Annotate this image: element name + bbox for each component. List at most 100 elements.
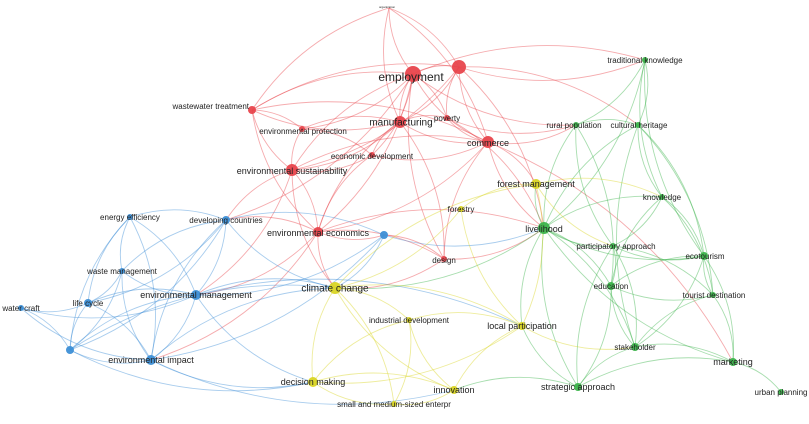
edge-developing-countries-climate-change — [225, 219, 336, 289]
node-environmental-economics[interactable] — [313, 227, 323, 237]
edge-environmental-management-climate-change — [195, 278, 336, 296]
node-environmental-protection[interactable] — [299, 126, 305, 132]
node-traditional-knowledge[interactable] — [642, 57, 648, 63]
node-forestry[interactable] — [458, 206, 464, 212]
node-forest-management[interactable] — [531, 179, 541, 189]
node-tourist-destination[interactable] — [710, 292, 716, 298]
label-education: education — [594, 282, 629, 291]
edge-employment-traditional-knowledge — [412, 45, 646, 75]
edge-wastewater-treatment-manufacturing — [251, 109, 401, 131]
edge-wastewater-treatment-commerce — [251, 101, 489, 143]
edge-knowledge-ecotourism — [661, 196, 705, 257]
edge-life-cycle-blue-left — [69, 302, 89, 351]
edge-energy-efficiency-waste-management — [119, 216, 131, 272]
edge-environmental-sustainability-environmental-management — [195, 169, 293, 296]
label-environmental-impact: environmental impact — [108, 355, 194, 365]
node-red-hub[interactable] — [452, 60, 466, 74]
node-small-and-medium-sized-enterpr[interactable] — [391, 401, 397, 407]
node-decision-making[interactable] — [308, 377, 318, 387]
node-life-cycle[interactable] — [84, 299, 92, 307]
label-innovation: innovation — [433, 385, 474, 395]
node-stakeholder[interactable] — [631, 343, 639, 351]
label-wastewater-treatment: wastewater treatment — [172, 102, 250, 111]
edge-climate-change-small-and-medium-sized-enterpr — [334, 287, 395, 405]
node-blue-left[interactable] — [66, 346, 74, 354]
label-organization: organization — [379, 5, 396, 9]
node-economic-development[interactable] — [369, 152, 375, 158]
edge-strategic-approach-local-participation — [521, 325, 579, 388]
node-innovation[interactable] — [450, 386, 458, 394]
label-stakeholder: stakeholder — [614, 343, 656, 352]
node-cultural-heritage[interactable] — [635, 122, 641, 128]
label-tourist-destination: tourist destination — [683, 291, 746, 300]
node-wastewater-treatment[interactable] — [248, 106, 256, 114]
edge-environmental-impact-innovation — [150, 359, 455, 405]
label-small-and-medium-sized-enterpr: small and medium-sized enterpr — [337, 400, 451, 409]
node-education[interactable] — [607, 282, 615, 290]
edge-environmental-protection-economic-development — [301, 128, 373, 156]
edge-knowledge-livelihood — [543, 195, 663, 229]
edge-ecotourism-marketing — [703, 255, 734, 363]
edge-design-livelihood — [443, 227, 545, 260]
node-environmental-management[interactable] — [191, 290, 201, 300]
label-environmental-protection: environmental protection — [259, 127, 347, 136]
node-environmental-impact[interactable] — [146, 355, 156, 365]
edge-ecotourism-stakeholder — [634, 255, 705, 348]
node-environmental-sustainability[interactable] — [286, 164, 298, 176]
label-rural-population: rural population — [546, 121, 601, 130]
edge-poverty-rural-population — [446, 117, 577, 134]
node-employment[interactable] — [405, 66, 421, 82]
edge-tourist-destination-stakeholder — [634, 294, 714, 348]
node-climate-change[interactable] — [329, 282, 341, 294]
edge-livelihood-ecotourism — [543, 227, 705, 261]
edge-knowledge-tourist-destination — [661, 196, 714, 296]
node-blue-hub[interactable] — [380, 231, 388, 239]
edge-knowledge-education — [610, 196, 663, 287]
label-environmental-sustainability: environmental sustainability — [237, 166, 348, 176]
edge-forest-management-local-participation — [521, 183, 544, 327]
edge-industrial-development-local-participation — [408, 312, 523, 327]
edge-forest-management-climate-change — [334, 183, 537, 289]
edge-red-hub-manufacturing — [399, 66, 460, 123]
node-strategic-approach[interactable] — [574, 383, 582, 391]
node-livelihood[interactable] — [538, 222, 550, 234]
edge-local-participation-innovation — [453, 325, 523, 391]
edge-decision-making-small-and-medium-sized-enterpr — [312, 381, 395, 405]
edge-red-hub-livelihood — [458, 66, 545, 229]
label-poverty: poverty — [434, 114, 460, 123]
edge-red-hub-wastewater-treatment — [251, 63, 460, 111]
node-local-participation[interactable] — [518, 322, 526, 330]
node-water-craft[interactable] — [18, 305, 24, 311]
node-participatory-approach[interactable] — [610, 243, 616, 249]
node-commerce[interactable] — [482, 136, 494, 148]
edge-design-blue-hub — [383, 234, 445, 260]
edge-manufacturing-commerce — [399, 121, 489, 144]
network-edges — [20, 7, 782, 406]
node-energy-efficiency[interactable] — [127, 214, 133, 220]
edge-environmental-economics-blue-hub — [317, 231, 385, 240]
node-poverty[interactable] — [444, 115, 450, 121]
edge-environmental-economics-environmental-impact — [150, 231, 319, 361]
edge-participatory-approach-ecotourism — [612, 245, 705, 261]
edge-environmental-impact-decision-making — [150, 359, 314, 389]
label-employment: employment — [378, 70, 444, 84]
edge-participatory-approach-tourist-destination — [612, 245, 714, 296]
node-rural-population[interactable] — [573, 122, 579, 128]
edge-environmental-management-blue-hub — [195, 234, 385, 296]
edge-energy-efficiency-life-cycle — [87, 216, 131, 304]
edge-commerce-forest-management — [487, 141, 537, 185]
node-urban-planning[interactable] — [778, 389, 784, 395]
label-waste-management: waste management — [86, 267, 158, 276]
node-ecotourism[interactable] — [700, 252, 708, 260]
node-developing-countries[interactable] — [222, 216, 230, 224]
node-manufacturing[interactable] — [394, 116, 406, 128]
node-waste-management[interactable] — [119, 268, 125, 274]
node-marketing[interactable] — [729, 358, 737, 366]
edge-manufacturing-environmental-economics — [317, 121, 401, 233]
node-design[interactable] — [441, 256, 447, 262]
node-industrial-development[interactable] — [406, 317, 412, 323]
edge-commerce-environmental-sustainability — [291, 135, 489, 171]
node-knowledge[interactable] — [659, 194, 665, 200]
edge-commerce-environmental-economics — [317, 141, 489, 233]
edge-red-hub-cultural-heritage — [458, 66, 639, 126]
